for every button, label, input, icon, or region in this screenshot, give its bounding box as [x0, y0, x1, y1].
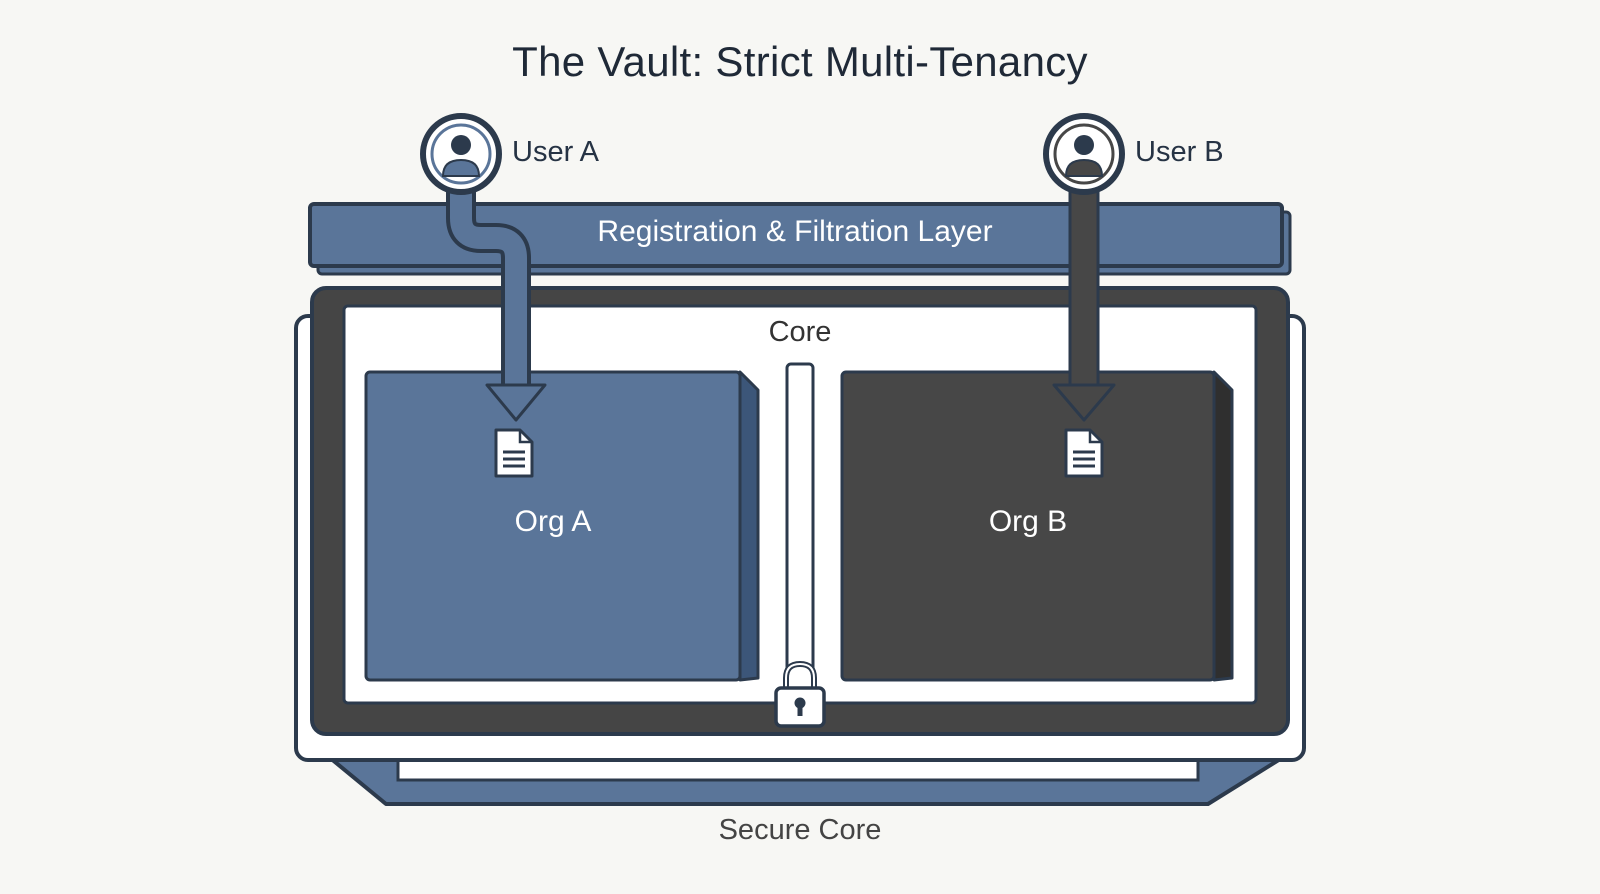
core-divider [785, 362, 815, 698]
document-icon [494, 428, 534, 478]
padlock-icon [774, 660, 826, 728]
core-label: Core [768, 316, 832, 348]
user-b-label: User B [1135, 136, 1224, 168]
org-a-label: Org A [514, 505, 592, 538]
org-a-box [364, 370, 760, 682]
arrow-user-a-to-org-a [446, 182, 547, 422]
user-avatar-icon [420, 113, 502, 195]
secure-core-label: Secure Core [718, 814, 882, 846]
user-a-label: User A [512, 136, 600, 168]
registration-layer-label: Registration & Filtration Layer [597, 215, 993, 248]
org-b-label: Org B [988, 505, 1068, 538]
org-b-box [840, 370, 1234, 682]
arrow-user-b-to-org-b [1052, 180, 1116, 422]
page-title: The Vault: Strict Multi-Tenancy [512, 38, 1088, 85]
document-icon [1064, 428, 1104, 478]
user-avatar-icon [1043, 113, 1125, 195]
registration-filtration-layer [308, 202, 1292, 276]
